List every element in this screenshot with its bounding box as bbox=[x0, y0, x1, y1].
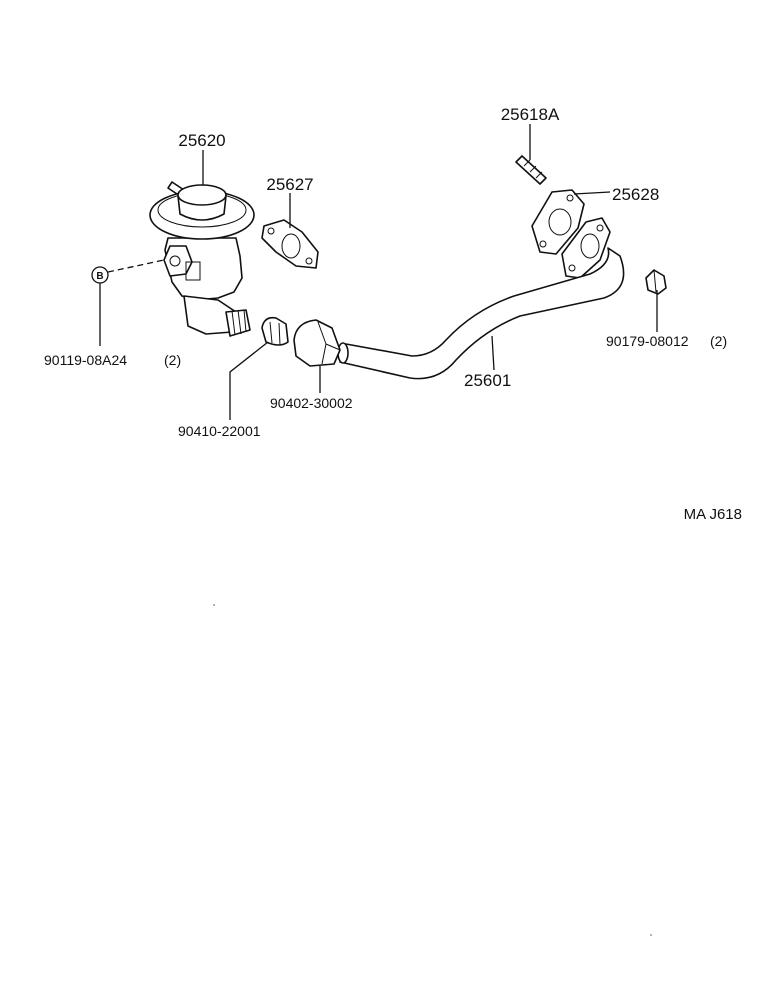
label-hose-small: 90410-22001 bbox=[178, 423, 261, 439]
label-hose-large: 90402-30002 bbox=[270, 395, 353, 411]
drawing-code: MA J618 bbox=[684, 506, 742, 523]
hose-90410 bbox=[261, 316, 289, 346]
gasket-25628 bbox=[531, 189, 585, 255]
label-gasket-25628: 25628 bbox=[612, 185, 659, 204]
label-egr-valve: 25620 bbox=[178, 131, 225, 150]
leader-lines bbox=[99, 124, 658, 420]
label-bolt: 90119-08A24 bbox=[44, 352, 127, 368]
label-stud: 25618A bbox=[501, 105, 560, 124]
egr-valve bbox=[149, 181, 255, 337]
label-nut: 90179-08012 bbox=[606, 333, 689, 349]
label-pipe: 25601 bbox=[464, 371, 511, 390]
label-gasket-25627: 25627 bbox=[266, 175, 313, 194]
label-bolt-qty: (2) bbox=[164, 352, 181, 368]
label-nut-qty: (2) bbox=[710, 333, 727, 349]
stud-25618a bbox=[515, 155, 547, 185]
nut-90179 bbox=[645, 269, 667, 295]
egr-pipe bbox=[337, 217, 625, 380]
bolt-reference: B bbox=[91, 259, 165, 284]
scan-dot bbox=[650, 934, 652, 936]
hose-90402 bbox=[293, 319, 341, 367]
scan-dot bbox=[213, 604, 215, 606]
ref-letter-b: B bbox=[96, 271, 103, 282]
